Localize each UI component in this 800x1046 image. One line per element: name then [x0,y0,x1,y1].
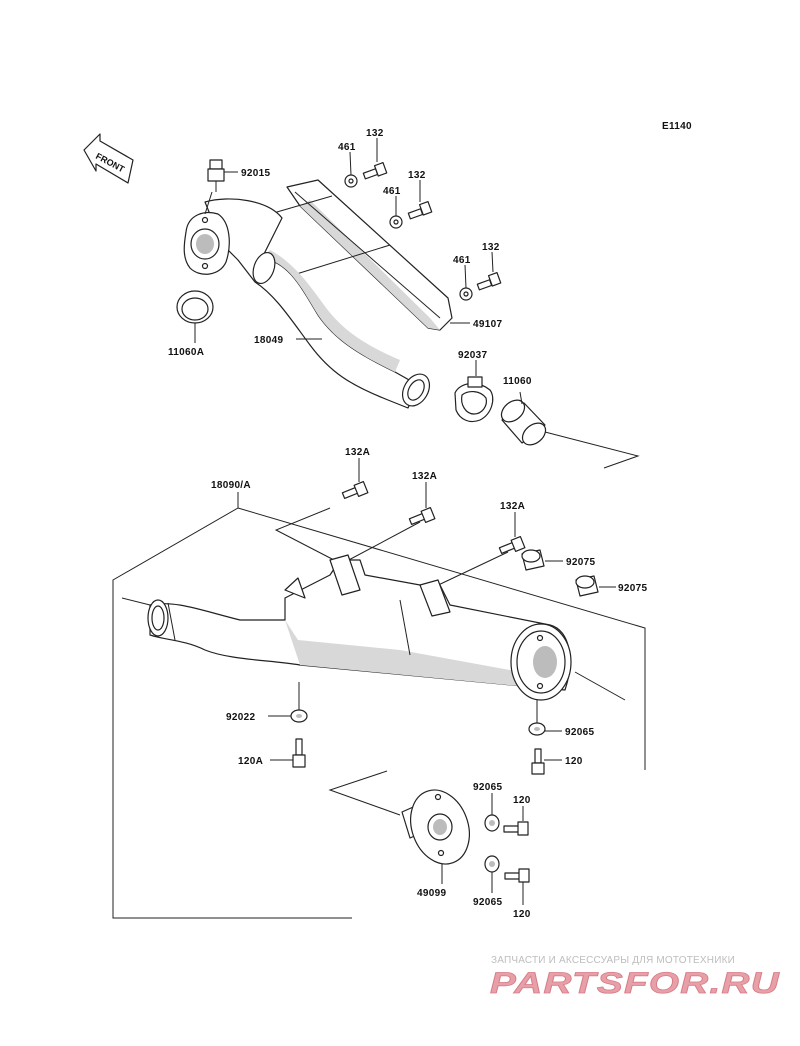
label-120-b: 120 [513,795,531,806]
label-92075-b: 92075 [618,583,647,594]
washer-92065-b [484,814,500,832]
label-120A: 120A [238,756,263,767]
washer-461-a [344,174,358,188]
bolt-132-b [407,200,433,220]
watermark-logo: PARTSFOR.RU [490,967,780,1000]
label-461-a: 461 [338,142,356,153]
washer-92022 [290,709,308,723]
end-cap-49099 [401,789,470,865]
muffler-18090 [147,554,572,701]
label-461-b: 461 [383,186,401,197]
bolt-132-a [362,161,388,180]
label-92037: 92037 [458,350,487,361]
washer-461-c [459,287,473,301]
label-92075-a: 92075 [566,557,595,568]
bolt-132A-1 [341,480,369,500]
bolt-120-b [503,821,529,836]
bolt-132-c [476,271,502,291]
front-arrow-icon: FRONT [83,133,134,184]
diagram-code: E1140 [662,121,692,132]
label-92065-b: 92065 [473,782,502,793]
label-92065-a: 92065 [565,727,594,738]
label-132-c: 132 [482,242,500,253]
label-120-a: 120 [565,756,583,767]
clamp-92037 [454,376,494,423]
label-92015: 92015 [241,168,270,179]
bolt-92015 [207,159,225,192]
bolt-132A-2 [408,506,436,526]
label-11060: 11060 [503,376,532,387]
bolt-120A [292,738,306,768]
heat-shield-49107 [269,179,453,331]
gasket-11060A [176,290,214,324]
grommet-92075-b [575,575,599,597]
washer-92065-a [528,722,546,736]
label-132A-2: 132A [412,471,437,482]
grommet-92075-a [521,549,545,571]
exhaust-pipe-18049 [204,198,431,409]
bolt-120-c [504,868,530,883]
sleeve-11060 [500,399,547,446]
label-132A-3: 132A [500,501,525,512]
bolt-120-a [531,748,545,775]
pipe-flange [183,211,230,275]
label-132A-1: 132A [345,447,370,458]
label-120-c: 120 [513,909,531,920]
label-49107: 49107 [473,319,502,330]
washer-92065-c [484,855,500,873]
label-18049: 18049 [254,335,283,346]
label-11060A: 11060A [168,347,204,358]
label-132-b: 132 [408,170,426,181]
watermark-tagline: ЗАПЧАСТИ И АКСЕССУАРЫ ДЛЯ МОТОТЕХНИКИ [491,955,735,966]
washer-461-b [389,215,403,229]
label-92065-c: 92065 [473,897,502,908]
bolt-132A-3 [498,535,526,555]
label-18090A: 18090/A [211,480,251,491]
label-132-a: 132 [366,128,384,139]
label-92022: 92022 [226,712,255,723]
label-461-c: 461 [453,255,471,266]
label-49099: 49099 [417,888,446,899]
